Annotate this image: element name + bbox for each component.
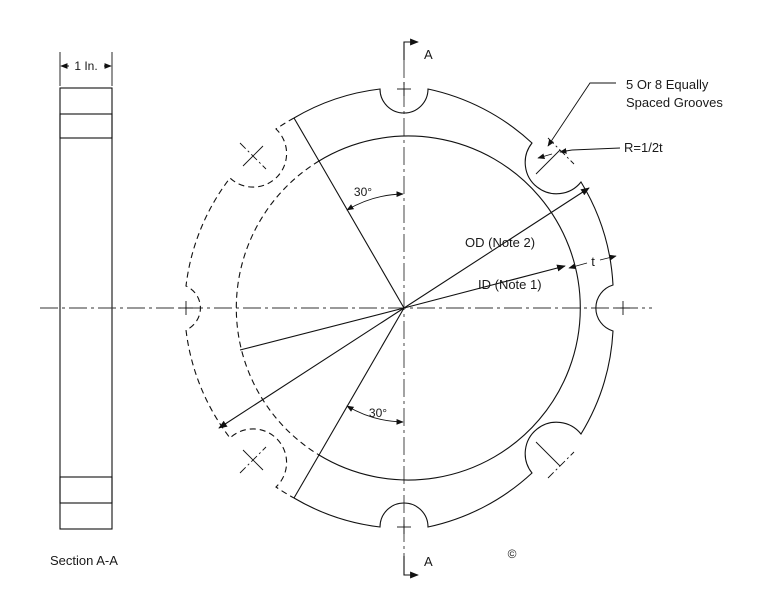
radial-lines: 30° 30° OD (Note 2) ID (Note 1) [218, 160, 590, 456]
grooves-label-line1: 5 Or 8 Equally [626, 77, 709, 92]
section-caption: Section A-A [50, 553, 118, 568]
radial-line-left [239, 307, 405, 351]
section-view: 1 In. Section A-A [50, 52, 118, 568]
grooves-label-line2: Spaced Grooves [626, 95, 723, 110]
angle-label-bottom: 30° [369, 406, 387, 420]
radial-line-lower [318, 307, 405, 456]
id-label: ID (Note 1) [478, 277, 542, 292]
section-hatch-bottom [59, 476, 113, 504]
radial-line-upper [318, 160, 405, 309]
angle-arc-top [346, 191, 404, 211]
copyright-mark: © [508, 547, 517, 561]
cut-label-bottom: A [424, 554, 433, 569]
radius-label: R=1/2t [624, 140, 663, 155]
radius-callout: R=1/2t [537, 140, 663, 159]
groove-callout: 5 Or 8 Equally Spaced Grooves [547, 77, 723, 147]
id-leader-line [403, 264, 566, 309]
cut-label-top: A [424, 47, 433, 62]
boundary-line-bottom [293, 454, 320, 499]
ring [179, 82, 630, 534]
angle-arc-bottom [346, 405, 404, 425]
section-hatch-top [59, 113, 113, 139]
cut-marker-top: A [403, 38, 433, 62]
thickness-dimension: t [568, 254, 617, 270]
section-outline [59, 87, 113, 530]
outer-circle-dashed [185, 117, 295, 499]
section-width-label: 1 In. [74, 59, 97, 73]
cut-marker-bottom: A [403, 554, 433, 579]
boundary-line-top [293, 117, 320, 162]
thickness-label: t [591, 254, 595, 269]
od-label: OD (Note 2) [465, 235, 535, 250]
outer-circle-solid [293, 88, 614, 528]
groove-center-marks [179, 82, 630, 534]
angle-label-top: 30° [354, 185, 372, 199]
